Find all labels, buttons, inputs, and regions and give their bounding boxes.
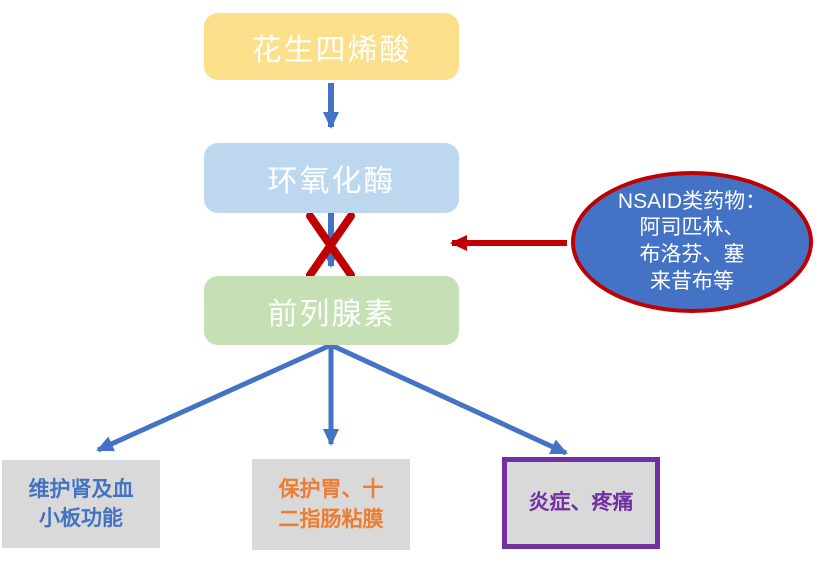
node-kidney-platelet-function: 维护肾及血 小板功能 — [2, 460, 160, 548]
kidney-platelet-line-1: 维护肾及血 — [28, 477, 134, 501]
node-inflammation-pain-label: 炎症、疼痛 — [528, 491, 634, 515]
node-arachidonic-acid-label: 花生四烯酸 — [251, 33, 412, 67]
node-inflammation-pain: 炎症、疼痛 — [502, 457, 660, 549]
gastric-mucosa-line-2: 二指肠粘膜 — [278, 507, 384, 531]
node-cyclooxygenase-label: 环氧化酶 — [267, 165, 396, 198]
node-arachidonic-acid: 花生四烯酸 — [204, 13, 459, 80]
inhibit-x-icon — [306, 212, 355, 279]
node-prostaglandin: 前列腺素 — [204, 276, 459, 345]
nsaid-line-3: 布洛芬、塞 — [639, 243, 745, 266]
arrow-to-kidney-platelet — [96, 342, 333, 453]
kidney-platelet-line-2: 小板功能 — [39, 507, 123, 530]
node-kidney-platelet-label: 维护肾及血 小板功能 — [29, 475, 134, 534]
arrow-to-inflammation-pain — [329, 342, 568, 456]
node-gastric-mucosa-protection: 保护胃、十 二指肠粘膜 — [252, 459, 410, 550]
nsaid-drugs-ellipse: NSAID类药物： 阿司匹林、 布洛芬、塞 来昔布等 — [571, 171, 813, 313]
node-prostaglandin-label: 前列腺素 — [267, 297, 396, 331]
node-cyclooxygenase: 环氧化酶 — [204, 143, 459, 213]
nsaid-line-2: 阿司匹林、 — [639, 216, 745, 240]
nsaid-line-1: NSAID类药物： — [617, 189, 767, 213]
nsaid-line-4: 来昔布等 — [650, 269, 734, 293]
node-gastric-mucosa-label: 保护胃、十 二指肠粘膜 — [279, 475, 384, 534]
gastric-mucosa-line-1: 保护胃、十 — [278, 478, 384, 502]
